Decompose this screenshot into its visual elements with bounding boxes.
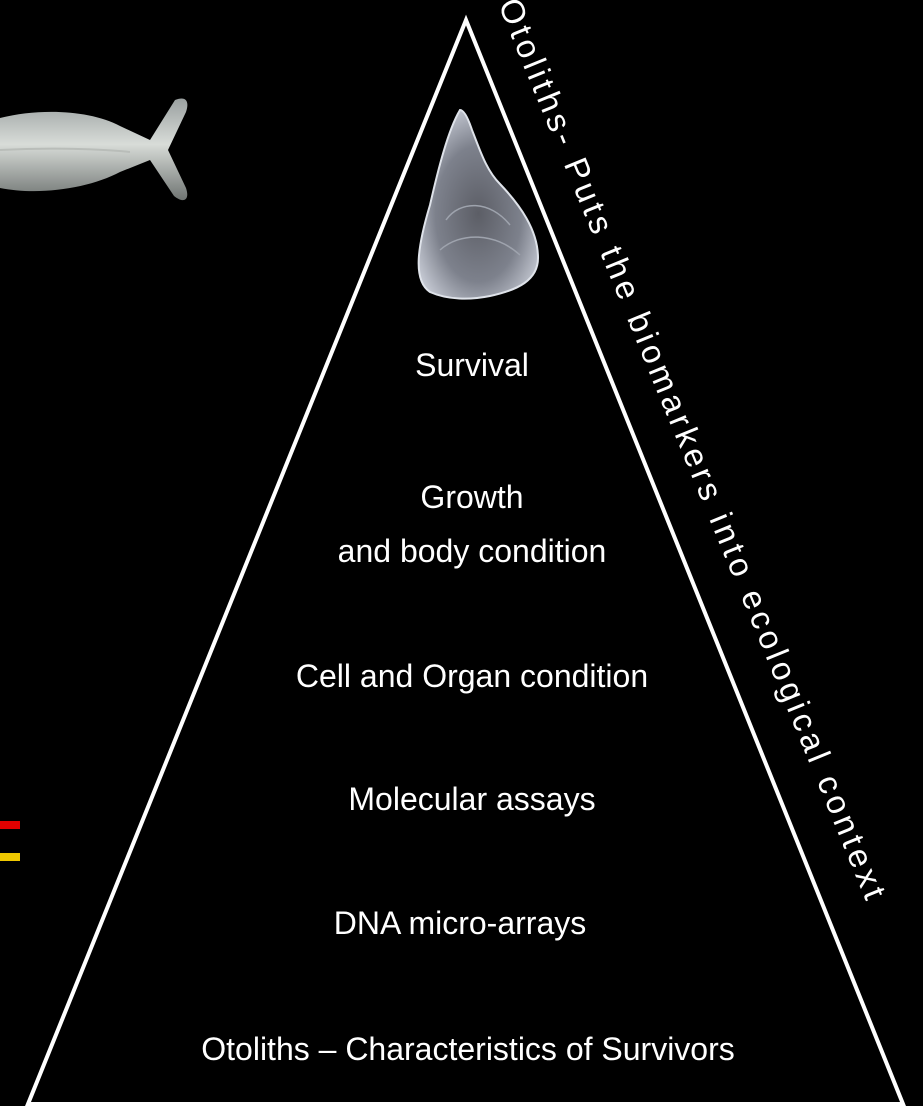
- yellow-bar: [0, 853, 20, 861]
- level-otoliths: Otoliths – Characteristics of Survivors: [201, 1031, 735, 1067]
- side-label: Otoliths- Puts the biomarkers into ecolo…: [492, 0, 894, 904]
- otolith-image: [419, 110, 538, 299]
- level-cell-organ: Cell and Organ condition: [296, 658, 648, 694]
- level-growth: Growth: [420, 479, 523, 515]
- fish-tail-image: [0, 99, 187, 201]
- level-dna: DNA micro-arrays: [334, 905, 586, 941]
- level-molecular: Molecular assays: [348, 781, 595, 817]
- level-body-condition: and body condition: [338, 533, 607, 569]
- red-bar: [0, 821, 20, 829]
- level-survival: Survival: [415, 347, 529, 383]
